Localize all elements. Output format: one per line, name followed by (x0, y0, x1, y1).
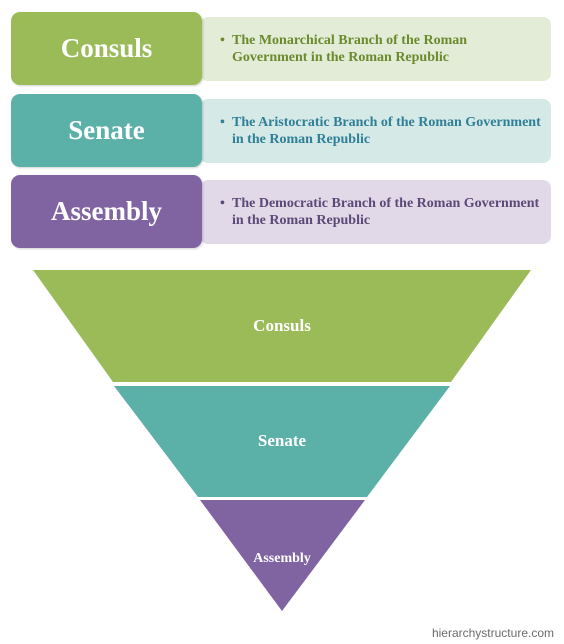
pyramid-label-consuls: Consuls (253, 316, 311, 335)
branch-row-consuls: Consuls The Monarchical Branch of the Ro… (11, 12, 552, 85)
assembly-description: The Democratic Branch of the Roman Gover… (220, 195, 551, 229)
assembly-label-box: Assembly (11, 175, 202, 248)
watermark: hierarchystructure.com (431, 626, 554, 640)
branch-row-senate: Senate The Aristocratic Branch of the Ro… (11, 94, 552, 167)
consuls-description: The Monarchical Branch of the Roman Gove… (220, 32, 551, 66)
assembly-description-box: The Democratic Branch of the Roman Gover… (200, 180, 551, 244)
senate-label-box: Senate (11, 94, 202, 167)
pyramid-label-assembly: Assembly (253, 551, 311, 566)
assembly-label: Assembly (50, 196, 162, 226)
pyramid-level-consuls (33, 270, 531, 382)
pyramid-level-senate (114, 386, 450, 497)
branch-row-assembly: Assembly The Democratic Branch of the Ro… (11, 175, 552, 248)
pyramid-level-assembly (200, 500, 365, 611)
senate-description-box: The Aristocratic Branch of the Roman Gov… (200, 99, 551, 163)
consuls-label: Consuls (60, 33, 153, 63)
senate-label: Senate (68, 115, 145, 145)
consuls-description-box: The Monarchical Branch of the Roman Gove… (200, 17, 551, 81)
pyramid-label-senate: Senate (258, 431, 307, 450)
senate-description: The Aristocratic Branch of the Roman Gov… (220, 114, 551, 148)
consuls-label-box: Consuls (11, 12, 202, 85)
